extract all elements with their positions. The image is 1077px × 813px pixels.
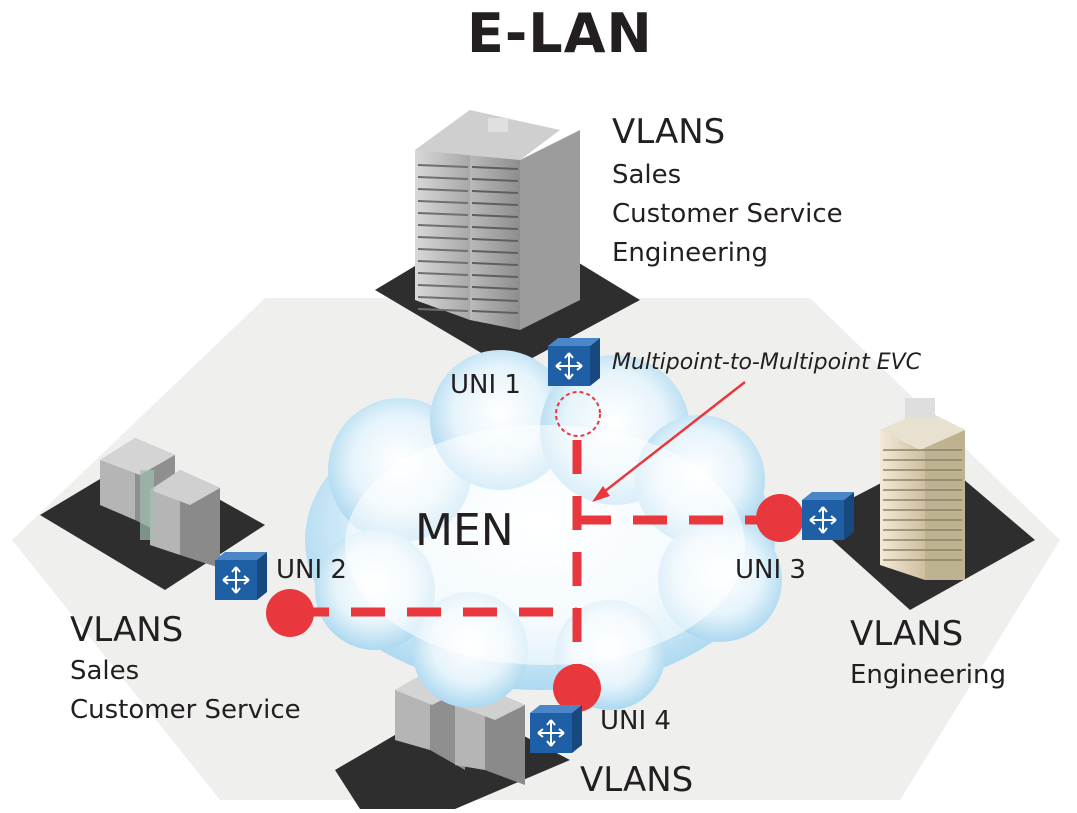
floor-line [471,310,519,314]
uni2-vlans-heading: VLANS [70,610,184,650]
floor-line [471,286,519,290]
evc-arrow [592,381,746,502]
uni3-label: UNI 3 [735,555,806,585]
uni2-vlan-item: Sales [70,656,140,686]
floor-line [471,262,519,266]
uni1-vlan-item: Customer Service [612,199,843,229]
switch-icon [530,705,582,753]
floor-line [471,226,519,230]
uni2-label: UNI 2 [276,555,347,585]
building-icon [880,398,965,580]
uni1-endpoint [555,391,601,437]
floor-line [417,224,469,228]
floor-line [471,214,519,218]
floor-line [417,296,469,300]
floor-line [417,200,469,204]
uni3-endpoint [756,494,804,542]
uni4-vlans-heading: VLANS [580,760,694,800]
floor-line [417,188,469,192]
floor-line [471,238,519,242]
building-floors [417,164,519,314]
uni3-vlan-item: Engineering [850,660,1006,690]
switch-icon [802,492,854,540]
floor-line [417,176,469,180]
floor-line [417,248,469,252]
floor-line [471,166,519,170]
floor-line [417,164,469,168]
floor-line [417,236,469,240]
floor-line [471,190,519,194]
building-floors [883,449,962,561]
uni1-vlan-item: Engineering [612,238,768,268]
floor-line [471,178,519,182]
uni1-vlans-heading: VLANS [612,112,726,152]
floor-line [417,212,469,216]
floor-line [417,308,469,312]
building-icon [100,438,220,568]
floor-line [417,260,469,264]
uni2-vlan-item: Customer Service [70,695,301,725]
floor-line [471,298,519,302]
uni4-endpoint [553,664,601,712]
uni2-endpoint [266,589,314,637]
floor-line [417,284,469,288]
uni3-vlans-heading: VLANS [850,614,964,654]
cloud-label: MEN [415,505,514,556]
floor-line [471,250,519,254]
evc-paths [295,440,780,690]
uni1-label: UNI 1 [450,370,521,400]
uni1-vlan-item: Sales [612,160,682,190]
floor-line [471,274,519,278]
switch-icon [548,338,600,386]
switch-icon [215,552,267,600]
page-title: E-LAN [467,2,653,65]
uni4-label: UNI 4 [600,706,671,736]
evc-label: Multipoint-to-Multipoint EVC [612,350,922,375]
floor-line [471,202,519,206]
floor-line [417,272,469,276]
